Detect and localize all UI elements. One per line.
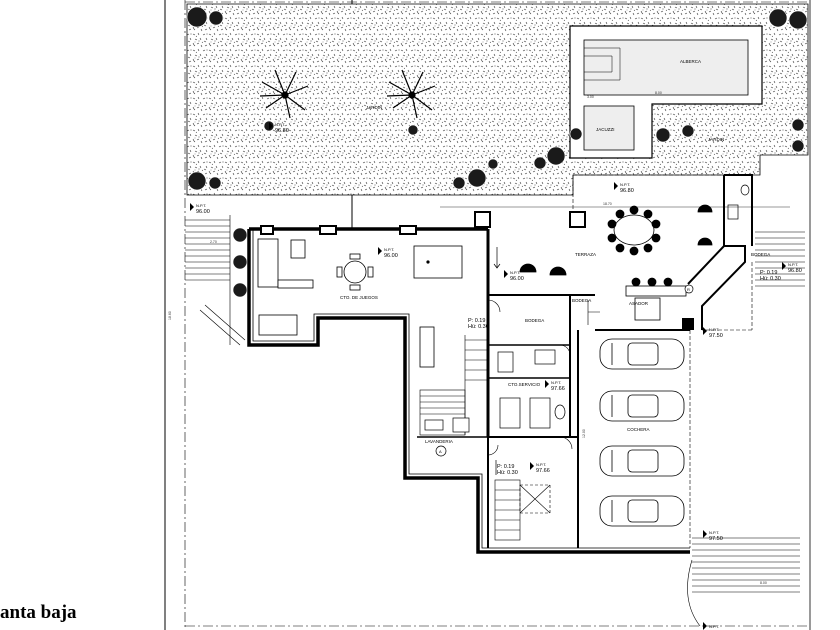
room-label-terraza: TERRAZA [575, 252, 596, 257]
ref-mark-r: R [687, 287, 690, 292]
svg-text:96.80: 96.80 [620, 188, 634, 194]
svg-text:96.80: 96.80 [275, 128, 289, 134]
room-label-alberca: ALBERCA [680, 59, 701, 64]
svg-text:96.80: 96.80 [788, 268, 802, 274]
palm-tree-icon [259, 69, 309, 119]
level-markers: N.P.T. 96.80 N.P.T. 96.00 N.P.T. 96.00 N… [190, 122, 802, 630]
pool-water [583, 39, 749, 96]
drawing-caption: anta baja [0, 602, 77, 623]
level-marker: N.P.T. 96.00 [190, 203, 210, 215]
svg-text:18.60: 18.60 [168, 311, 172, 320]
terrace-outline [572, 174, 753, 548]
level-marker: N.P.T. 97.50 [703, 327, 723, 339]
car-icon [599, 390, 685, 422]
dim-pool-width: 8.00 [655, 91, 662, 95]
svg-text:N.P.T.: N.P.T. [510, 270, 520, 275]
stair-notes: P: 0.19 Hü: 0.30 P: 0.19 Hü: 0.30 P: 0.1… [468, 270, 781, 476]
room-labels: JARDIN TERRAZA BODEGA BODEGA BODEGA ASAD… [340, 105, 770, 444]
room-label-jacuzzi: JACUZZI [596, 127, 615, 132]
svg-text:97.50: 97.50 [709, 333, 723, 339]
svg-text:2.70: 2.70 [210, 240, 217, 244]
level-marker: N.P.T. 96.80 [782, 262, 802, 274]
svg-text:96.00: 96.00 [510, 276, 524, 282]
level-marker: N.P.T. [703, 622, 719, 630]
svg-text:N.P.T.: N.P.T. [709, 530, 719, 535]
svg-text:97.66: 97.66 [536, 468, 550, 474]
dim-pool-depth: 3.00 [587, 95, 594, 99]
svg-text:8.00: 8.00 [760, 581, 767, 585]
svg-text:P: 0.19: P: 0.19 [760, 270, 777, 276]
palm-tree-icon [386, 69, 436, 119]
columns [260, 211, 694, 330]
svg-text:N.P.T.: N.P.T. [384, 247, 394, 252]
room-label-jardin-main: JARDIN [366, 105, 382, 110]
car-icon [599, 495, 685, 527]
dimensions: 18.70 18.60 2.70 8.00 12.00 [168, 202, 790, 585]
svg-text:N.P.T.: N.P.T. [620, 182, 630, 187]
pool-area: ALBERCA JACUZZI JARDIN 8.00 3.00 [569, 25, 763, 159]
svg-text:Hü: 0.30: Hü: 0.30 [760, 276, 781, 282]
car-icon [599, 445, 685, 477]
svg-text:N.P.T.: N.P.T. [709, 624, 719, 629]
svg-text:18.70: 18.70 [603, 202, 612, 206]
level-marker: N.P.T. 97.66 [530, 462, 550, 474]
ref-mark-a: A [439, 449, 442, 454]
room-label-cochera: COCHERA [627, 427, 650, 432]
room-label-cto-servicio: CTO.SERVICIO [508, 382, 541, 387]
terrace-furniture [519, 204, 713, 321]
svg-text:97.66: 97.66 [551, 386, 565, 392]
svg-text:N.P.T.: N.P.T. [709, 327, 719, 332]
svg-text:Hü: 0.30: Hü: 0.30 [497, 470, 518, 476]
car-icon [599, 338, 685, 370]
game-room-furniture [257, 238, 463, 368]
svg-text:12.00: 12.00 [582, 429, 586, 438]
room-label-asador: ASADOR [629, 301, 649, 306]
level-marker: N.P.T. 96.80 [614, 182, 634, 194]
svg-text:N.P.T.: N.P.T. [788, 262, 798, 267]
building-walls [247, 174, 753, 554]
room-label-jardin-pool: JARDIN [708, 137, 724, 142]
level-marker: N.P.T. 96.80 [269, 122, 289, 134]
room-label-bodega-terrace: BODEGA [572, 298, 591, 303]
exterior-stairs-left [185, 215, 246, 346]
svg-text:N.P.T.: N.P.T. [536, 462, 546, 467]
svg-text:96.00: 96.00 [384, 253, 398, 259]
svg-text:P: 0.19: P: 0.19 [468, 318, 485, 324]
room-label-bodega-right: BODEGA [751, 252, 770, 257]
interior-stairs [419, 335, 551, 541]
exterior-stairs-right [755, 231, 805, 287]
room-label-lavanderia: LAVANDERIA [425, 439, 453, 444]
jacuzzi [583, 105, 635, 151]
level-marker: N.P.T. 97.66 [545, 380, 565, 392]
svg-text:N.P.T.: N.P.T. [196, 203, 206, 208]
svg-text:Hü: 0.30: Hü: 0.30 [468, 324, 489, 330]
svg-text:96.00: 96.00 [196, 209, 210, 215]
reference-symbols: A R [435, 284, 694, 457]
level-marker: N.P.T. 97.50 [703, 530, 723, 542]
room-label-bodega-center: BODEGA [525, 318, 544, 323]
doors [487, 299, 600, 456]
room-label-cto-juegos: CTO. DE JUEGOS [340, 295, 378, 300]
service-fixtures [424, 184, 750, 433]
svg-text:N.P.T.: N.P.T. [275, 122, 285, 127]
direction-arrows [493, 247, 501, 475]
svg-text:N.P.T.: N.P.T. [551, 380, 561, 385]
level-marker: N.P.T. 96.00 [378, 247, 398, 259]
svg-text:97.50: 97.50 [709, 536, 723, 542]
level-marker: N.P.T. 96.00 [504, 270, 524, 282]
shrubs [186, 6, 808, 298]
exterior-stairs-bottom [687, 537, 800, 627]
svg-text:P: 0.19: P: 0.19 [497, 464, 514, 470]
